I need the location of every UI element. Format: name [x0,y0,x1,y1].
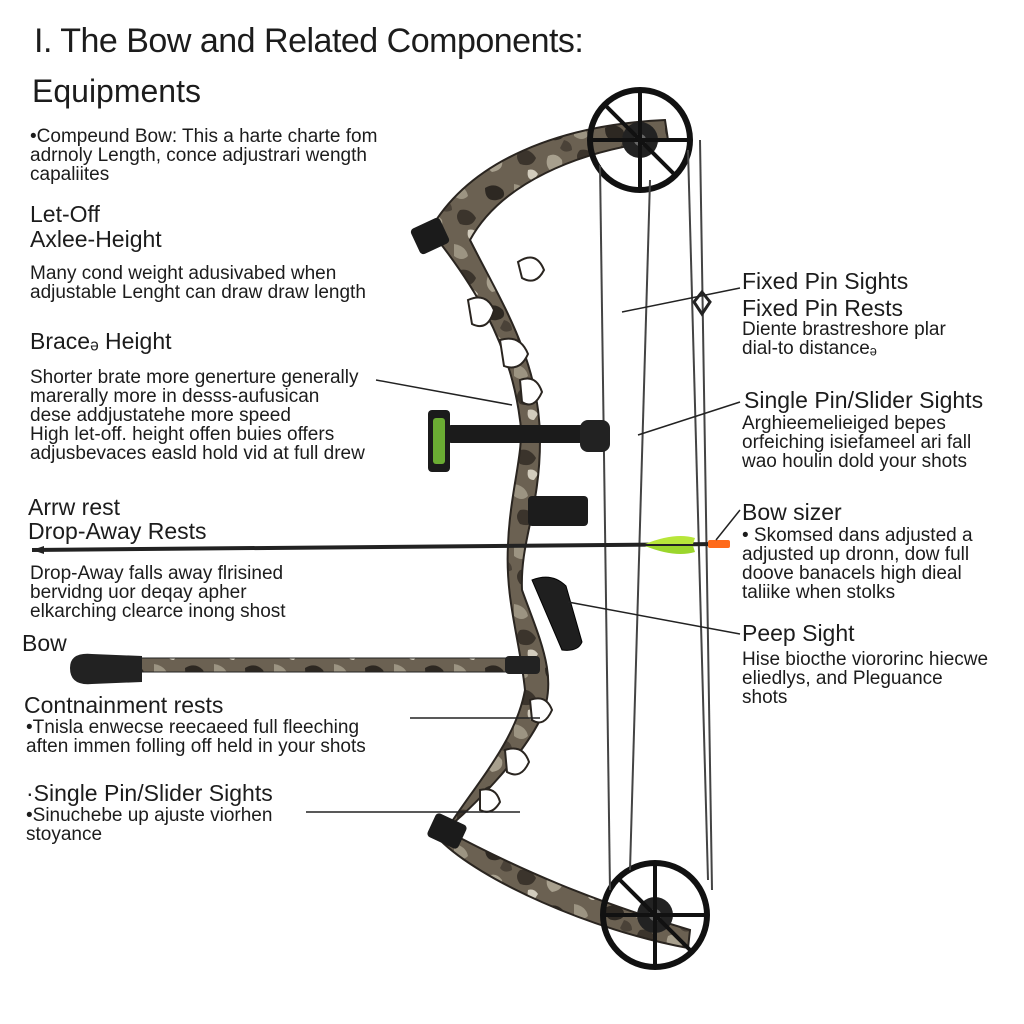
text-line: adjusbevaces easld hold vid at full drew [30,443,365,464]
text-line: Many cond weight adusivabed when [30,263,337,284]
let-off-heading: Let-Off [30,201,100,227]
bow-sight [428,410,610,472]
top-cam [587,87,693,193]
bow-strings [599,139,713,891]
axle-height-text: Many cond weight adusivabed when adjusta… [30,264,366,302]
containment-heading: Contnainment rests [24,692,224,718]
bow-heading: Bow [22,630,67,656]
text-line: capaliites [30,164,110,185]
bow-sizer-heading: Bow sizer [742,499,842,525]
text-line: adjustable Lenght can draw draw length [30,282,366,303]
bow-riser [410,118,692,950]
brace-height-text: Shorter brate more generture generally m… [30,368,365,463]
fixed-pin-sights-heading: Fixed Pin Sights [742,268,909,294]
text-line: Drop-Away falls away flrisined [30,563,284,584]
single-pin-left-text: •Sinuchebe up ajuste viorhen stoyance [26,806,272,844]
arrow [31,536,730,554]
bow-grip [531,576,583,651]
axle-height-heading: Axlee-Height [30,226,162,252]
bow-sizer-text: • Skomsed dans adjusted a adjusted up dr… [742,526,973,602]
text-line: bervidng uor deqay apher [30,582,247,603]
text-line: taliike when stolks [742,582,896,603]
equipments-heading: Equipments [32,73,201,109]
text-line: Hise biocthe viororinc hiecwe [742,649,989,670]
fixed-pin-text: Diente brastreshore plar dial-to distanc… [742,320,946,358]
text-line: wao houlin dold your shots [742,451,967,472]
peep-sight-heading: Peep Sight [742,620,855,646]
callout-lines [306,287,741,813]
bottom-cam [600,860,710,970]
arrow-rest-heading: Arrw rest [28,494,120,520]
drop-away-heading: Drop-Away Rests [28,518,207,544]
single-pin-right-text: Arghieemelieiged bepes orfeiching isiefa… [742,414,971,471]
text-line: elkarching clearce inong shost [30,601,286,622]
text-line: stoyance [26,824,103,845]
text-line: •Sinuchebe up ajuste viorhen [26,805,273,826]
page-title: I. The Bow and Related Components: [34,22,584,60]
single-pin-left-heading: ·Single Pin/Slider Sights [26,780,273,806]
containment-text: •Tnisla enwecse reecaeed full fleeching … [26,718,366,756]
text-line: High let-off. height offen buies offers [30,424,335,445]
fixed-pin-rests-heading: Fixed Pin Rests [742,295,904,321]
text-line: Shorter brate more generture generally [30,367,359,388]
text-line: doove banacels high dieal [742,563,962,584]
text-line: adrnoly Length, conce adjustrari wength [30,145,367,166]
text-line: •Compeund Bow: This a harte charte fom [30,126,378,147]
text-line: shots [742,687,788,708]
stabilizer [70,653,540,685]
text-line: Diente brastreshore plar [742,319,946,340]
brace-height-heading: Braceₔ Height [30,328,172,354]
peep-sight-text: Hise biocthe viororinc hiecwe eliedlys, … [742,650,988,707]
text-line: aften immen folling off held in your sho… [26,736,366,757]
single-pin-right-heading: Single Pin/Slider Sights [744,387,984,413]
drop-away-text: Drop-Away falls away flrisined bervidng … [30,564,286,621]
text-line: dial-to distanceₔ [742,338,877,359]
text-line: marerally more in desss-aufusican [30,386,320,407]
text-line: eliedlys, and Pleguance [742,668,943,689]
compound-bow-text: •Compeund Bow: This a harte charte fom a… [30,127,377,184]
text-line: orfeiching isiefameel ari fall [742,432,972,453]
peep-sight [692,289,712,317]
arrow-rest [528,496,588,526]
text-line: • Skomsed dans adjusted a [742,525,973,546]
text-line: •Tnisla enwecse reecaeed full fleeching [26,717,360,738]
text-line: adjusted up dronn, dow full [742,544,970,565]
text-line: Arghieemelieiged bepes [742,413,946,434]
text-line: dese addjustatehe more speed [30,405,291,426]
